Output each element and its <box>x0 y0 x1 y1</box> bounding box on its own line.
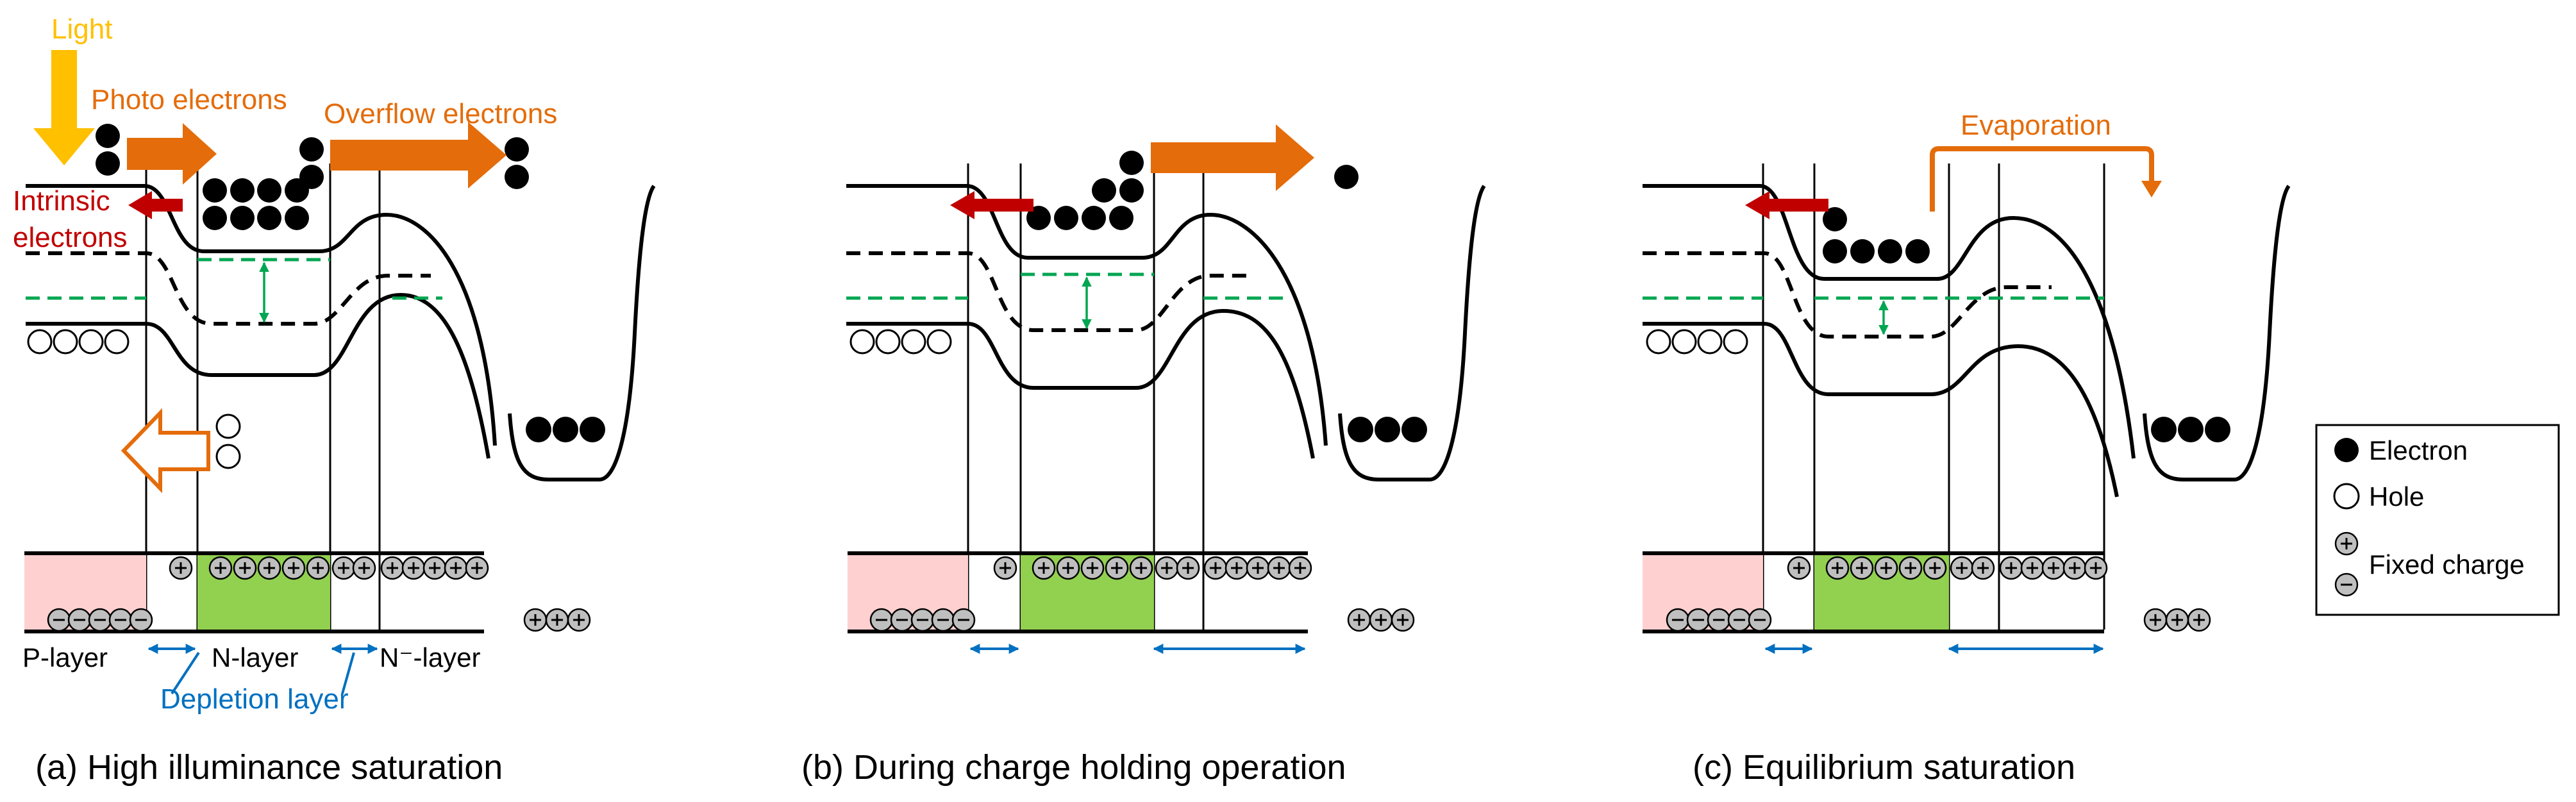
photo-electron-arrow <box>127 123 217 185</box>
intrinsic-label-2: electrons <box>13 222 128 253</box>
n-minus-layer-label: N⁻-layer <box>380 642 481 673</box>
p-layer-label: P-layer <box>22 642 108 673</box>
photo-electrons-label: Photo electrons <box>91 84 287 115</box>
legend-hole-icon <box>2333 483 2360 510</box>
holes-b <box>849 329 952 355</box>
electrons-b <box>1026 151 1427 442</box>
potential-well-c <box>2143 185 2291 481</box>
light-arrow <box>33 50 95 165</box>
intrinsic-electron-arrow-c <box>1745 191 1828 219</box>
conduction-band-a <box>26 184 497 446</box>
hole-drift-arrow <box>121 408 210 494</box>
overflow-electron-arrow-b <box>1151 124 1314 191</box>
potential-well-b <box>1338 185 1486 481</box>
panel-c: Evaporation (c) Equilibrium saturation <box>1643 110 2291 787</box>
legend-fixed-charge-label: Fixed charge <box>2369 549 2525 580</box>
panel-a: Light Photo electrons Overflow electrons… <box>13 13 656 787</box>
holes-c <box>1646 329 1748 355</box>
intrinsic-label-1: Intrinsic <box>13 185 110 217</box>
n-layer-label: N-layer <box>212 642 298 673</box>
intrinsic-electron-arrow <box>128 191 183 219</box>
legend: Electron Hole Fixed charge <box>2315 424 2560 616</box>
intrinsic-electron-arrow-b <box>950 191 1033 219</box>
evaporation-label: Evaporation <box>1961 110 2111 141</box>
electrons-c <box>1823 207 2230 442</box>
legend-fixed-minus-icon <box>2334 572 2359 597</box>
conduction-band-c <box>1643 184 2136 459</box>
light-label: Light <box>51 13 112 45</box>
potential-well-a <box>508 185 656 481</box>
panel-b-caption: (b) During charge holding operation <box>801 748 1346 787</box>
panel-c-caption: (c) Equilibrium saturation <box>1693 748 2075 787</box>
overflow-electron-arrow <box>330 122 506 188</box>
conduction-band-b <box>846 184 1328 446</box>
overflow-electrons-label: Overflow electrons <box>324 98 557 129</box>
legend-fixed-plus-icon <box>2334 531 2359 556</box>
legend-electron-icon <box>2334 438 2359 462</box>
panel-a-caption: (a) High illuminance saturation <box>35 748 503 787</box>
electrons-a <box>96 124 605 442</box>
holes-a <box>27 329 241 469</box>
panel-b: (b) During charge holding operation <box>801 124 1486 787</box>
depletion-layer-label: Depletion layer <box>160 683 349 715</box>
evaporation-arrow <box>1930 146 2154 212</box>
legend-electron-label: Electron <box>2369 435 2468 465</box>
legend-hole-label: Hole <box>2369 481 2424 512</box>
